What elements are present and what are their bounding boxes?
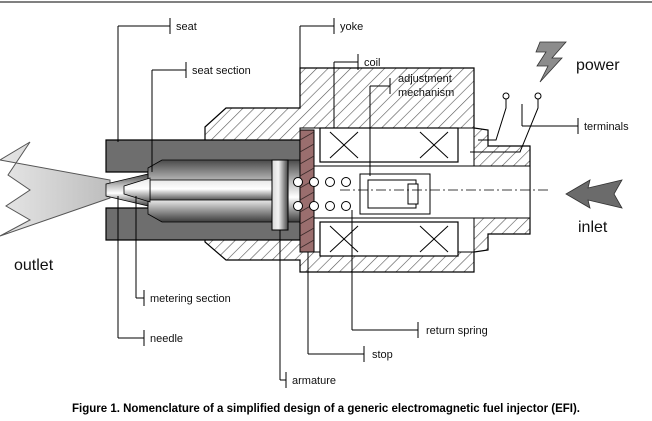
return-spring [293, 177, 351, 211]
label-seat-section: seat section [192, 65, 251, 77]
label-outlet: outlet [14, 257, 54, 274]
coil-lower [319, 221, 459, 257]
terminal-right [534, 92, 542, 100]
label-seat: seat [176, 21, 197, 33]
label-armature: armature [292, 375, 336, 387]
stop-ring [299, 129, 315, 253]
needle-shaft [149, 179, 276, 201]
figure-caption: Figure 1. Nomenclature of a simplified d… [72, 403, 580, 415]
armature-disc [271, 159, 289, 231]
label-metering-section: metering section [150, 293, 231, 305]
label-return-spring: return spring [426, 325, 488, 337]
label-stop: stop [372, 349, 393, 361]
label-needle: needle [150, 333, 183, 345]
arrow-left-icon [565, 179, 623, 209]
lightning-bolt-icon [535, 41, 567, 83]
label-adjustment-line1: adjustment [398, 73, 452, 85]
label-inlet: inlet [578, 219, 608, 236]
label-yoke: yoke [340, 21, 363, 33]
label-power: power [576, 57, 620, 74]
needle-tip [123, 177, 151, 203]
label-terminals: terminals [584, 121, 629, 133]
label-adjustment-line2: mechanism [398, 87, 454, 99]
spray-cone [0, 141, 111, 237]
adjustment-mechanism [359, 173, 431, 215]
coil-upper [319, 127, 459, 163]
leader-lines [117, 18, 579, 388]
label-coil: coil [364, 57, 381, 69]
terminal-wires [470, 98, 539, 153]
terminal-left [502, 92, 510, 100]
